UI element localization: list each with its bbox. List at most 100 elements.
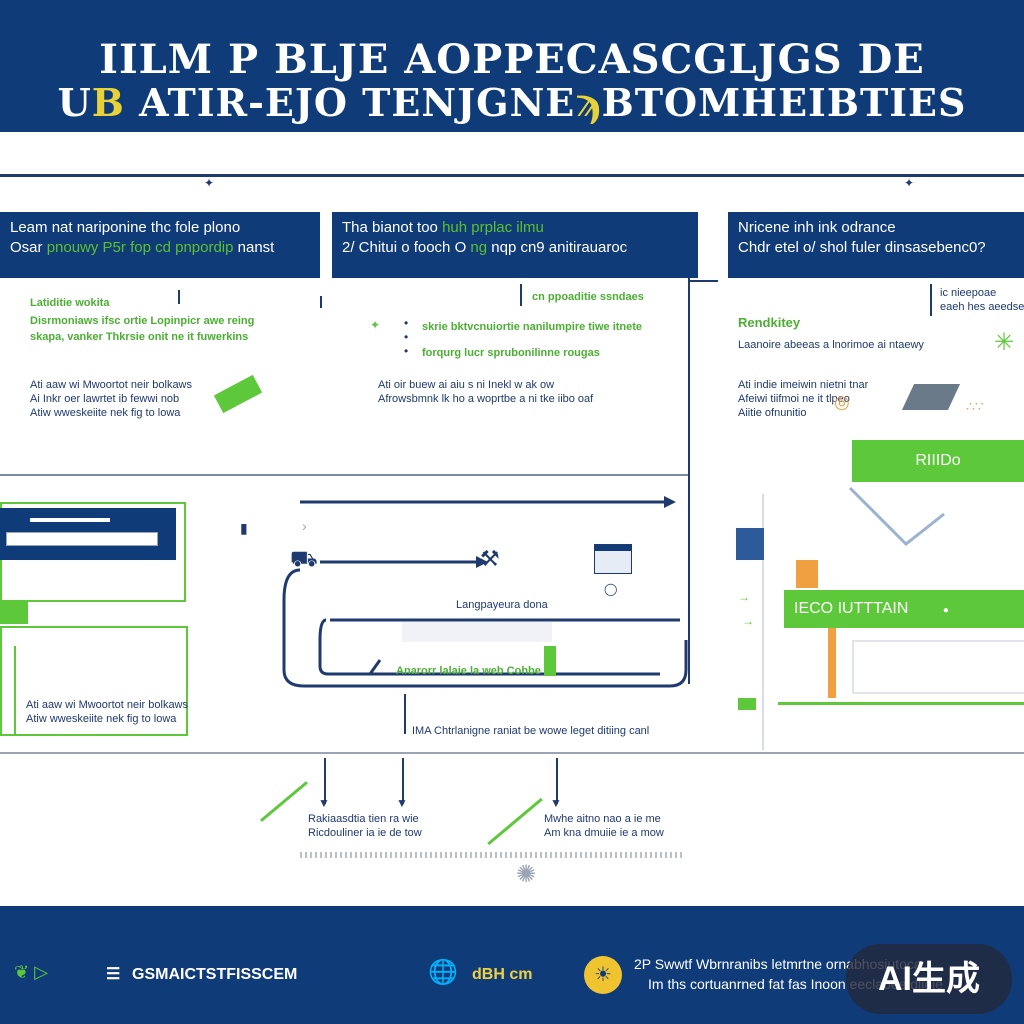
orange-block bbox=[796, 560, 818, 588]
right-line-1: Laanoire abeeas a lnorimoe ai ntaewy bbox=[738, 339, 924, 351]
device-icon bbox=[901, 384, 961, 410]
sparkle-icon: ✦ bbox=[904, 176, 915, 190]
window-title-line bbox=[30, 518, 110, 522]
chevron-down-icon: ▼ bbox=[396, 796, 408, 810]
right-side-text-1: ic nieepoae bbox=[940, 287, 997, 299]
orange-stem bbox=[828, 628, 836, 698]
bullet-icon: ✦ bbox=[370, 318, 381, 332]
green-marker bbox=[544, 646, 556, 676]
leaf-logo-icon: ❦ ▷ bbox=[14, 962, 48, 982]
down-connector-1 bbox=[324, 758, 326, 804]
window-input-field[interactable] bbox=[6, 532, 158, 546]
green-chip bbox=[738, 698, 756, 710]
tool-icon: ⚒ bbox=[480, 546, 500, 571]
connector-stub bbox=[690, 280, 718, 282]
top-divider bbox=[0, 174, 1024, 177]
chevron-down-icon: ▼ bbox=[550, 796, 562, 810]
bottom-col2-line2: Am kna dmuiie ie a mow bbox=[544, 827, 664, 839]
right-text-3: Aiitie ofnunitio bbox=[738, 407, 807, 419]
middle-label-top: cn ppoaditie ssndaes bbox=[532, 291, 644, 303]
green-underline bbox=[778, 702, 1024, 705]
right-status-bar[interactable]: IECO IUTTTAIN ● bbox=[784, 590, 1024, 628]
left-text-2: Ai Inkr oer lawrtet ib fewwi nob bbox=[30, 393, 180, 405]
window-thumbnail-icon bbox=[594, 544, 632, 574]
arrow-right-icon: → bbox=[742, 614, 754, 628]
right-panel-header: Nricene inh ink odrance Chdr etel o/ sho… bbox=[728, 212, 1024, 278]
left-lower-box bbox=[0, 626, 188, 736]
arrow-head-icon bbox=[476, 556, 488, 568]
middle-caption-2: Anarorr lalaie la web Cohbe bbox=[396, 665, 541, 677]
right-text-1: Ati indie imeiwin nietni tnar bbox=[738, 379, 869, 391]
flow-diagram bbox=[282, 496, 688, 688]
middle-panel-header: Tha bianot too huh prplac ilmu 2/ Chitui… bbox=[332, 212, 698, 278]
bottom-col1-line1: Rakiaasdtia tien ra wie bbox=[308, 813, 419, 825]
right-action-button[interactable]: RIIIDo bbox=[852, 440, 1024, 482]
dotted-baseline bbox=[300, 852, 684, 858]
middle-bottom-caption: IMA Chtrlanigne raniat be wowe leget dit… bbox=[412, 725, 650, 737]
left-box-text-2: Atiw wweskeiite nek fig to lowa bbox=[26, 713, 177, 725]
flow-loop-inner bbox=[318, 618, 680, 676]
chevron-down-icon: ▼ bbox=[318, 796, 330, 810]
tick-mark bbox=[930, 284, 932, 316]
lower-divider bbox=[0, 752, 1024, 754]
left-text-1: Ati aaw wi Mwoortot neir bolkaws bbox=[30, 379, 193, 391]
footer-left-text: GSMAICTSTFISSCEM bbox=[132, 966, 298, 983]
header-band bbox=[0, 0, 1024, 132]
pointer-stroke bbox=[368, 659, 382, 675]
left-window-bar bbox=[0, 508, 176, 560]
down-connector-2 bbox=[402, 758, 404, 804]
bottom-col1-line2: Ricdouliner ia ie de tow bbox=[308, 827, 422, 839]
bug-icon: ✺ bbox=[516, 861, 537, 888]
cursor-icon: ▮ bbox=[240, 520, 248, 536]
middle-text-1: Ati oir buew ai aiu s ni Inekl w ak ow bbox=[378, 379, 555, 391]
right-input-panel[interactable] bbox=[852, 640, 1024, 694]
globe-icon: 🌐 bbox=[428, 959, 458, 986]
right-heading: Rendkitey bbox=[738, 315, 801, 330]
menu-icon: ☰ bbox=[106, 966, 121, 983]
left-text-3: Atiw wweskeiite nek fig to lowa bbox=[30, 407, 181, 419]
circle-icon: ◯ bbox=[604, 582, 618, 596]
chevron-right-icon: › bbox=[302, 518, 307, 534]
arrow-head-icon bbox=[664, 496, 676, 508]
bottom-col2-line1: Mwhe aitno nao a ie me bbox=[544, 813, 661, 825]
middle-text-2: Afrowsbmnk lk ho a woprtbe a ni tke iibo… bbox=[378, 393, 594, 405]
ring-icon: ◎ bbox=[834, 392, 850, 412]
dot-stack-icon: ••• bbox=[404, 316, 409, 358]
tick-mark bbox=[520, 284, 522, 306]
left-toggle-icon[interactable] bbox=[0, 600, 28, 624]
arrow-right-icon: → bbox=[738, 590, 750, 604]
middle-caption: Langpayeura dona bbox=[456, 599, 548, 611]
tick-mark bbox=[404, 694, 406, 734]
green-tag-icon bbox=[213, 374, 263, 414]
right-text-2: Afeiwi tiifmoi ne it tlpeo bbox=[738, 393, 850, 405]
seal-icon: ☀ bbox=[584, 956, 622, 994]
truck-icon: ⛟ bbox=[290, 546, 318, 571]
middle-line-2: forqurg lucr sprubonilinne rougas bbox=[422, 347, 600, 359]
status-dot-icon: ● bbox=[942, 605, 949, 616]
left-panel-header: Leam nat nariponine thc fole plono Osar … bbox=[0, 212, 320, 278]
right-vertical-guide bbox=[762, 494, 764, 750]
right-side-text-2: eaeh hes aeedse bbox=[940, 301, 1024, 313]
middle-right-connector bbox=[688, 278, 690, 684]
mid-divider bbox=[0, 474, 690, 476]
left-line-2: skapa, vanker Thkrsie onit ne it fuwerki… bbox=[30, 331, 249, 343]
flow-loop-outer bbox=[282, 568, 688, 688]
sparkle-icon: ✦ bbox=[204, 176, 215, 190]
down-connector-3 bbox=[556, 758, 558, 804]
green-stroke bbox=[260, 781, 308, 822]
cluster-icon: ∴∵ bbox=[966, 398, 984, 414]
title-line-1: IILM P BLJE AOPPECASCGLJGS DE bbox=[99, 36, 925, 83]
middle-line-1: skrie bktvcnuiortie nanilumpire tiwe itn… bbox=[422, 321, 643, 333]
left-box-text-1: Ati aaw wi Mwoortot neir bolkaws bbox=[26, 699, 189, 711]
tick-mark bbox=[178, 290, 180, 304]
title-line-2: UB ATIR-EJO TENJGNEϡBTOMHEIBTIES bbox=[57, 80, 967, 125]
left-heading: Latiditie wokita bbox=[30, 297, 110, 309]
leaf-icon: ✳ bbox=[994, 329, 1015, 356]
left-lower-bar bbox=[14, 646, 16, 736]
check-path bbox=[848, 486, 945, 547]
tick-mark bbox=[320, 296, 322, 308]
blue-block-icon bbox=[736, 528, 764, 560]
green-stroke bbox=[487, 797, 543, 846]
inner-panel bbox=[402, 622, 552, 642]
ai-watermark-badge: AI生成 bbox=[846, 944, 1012, 1014]
